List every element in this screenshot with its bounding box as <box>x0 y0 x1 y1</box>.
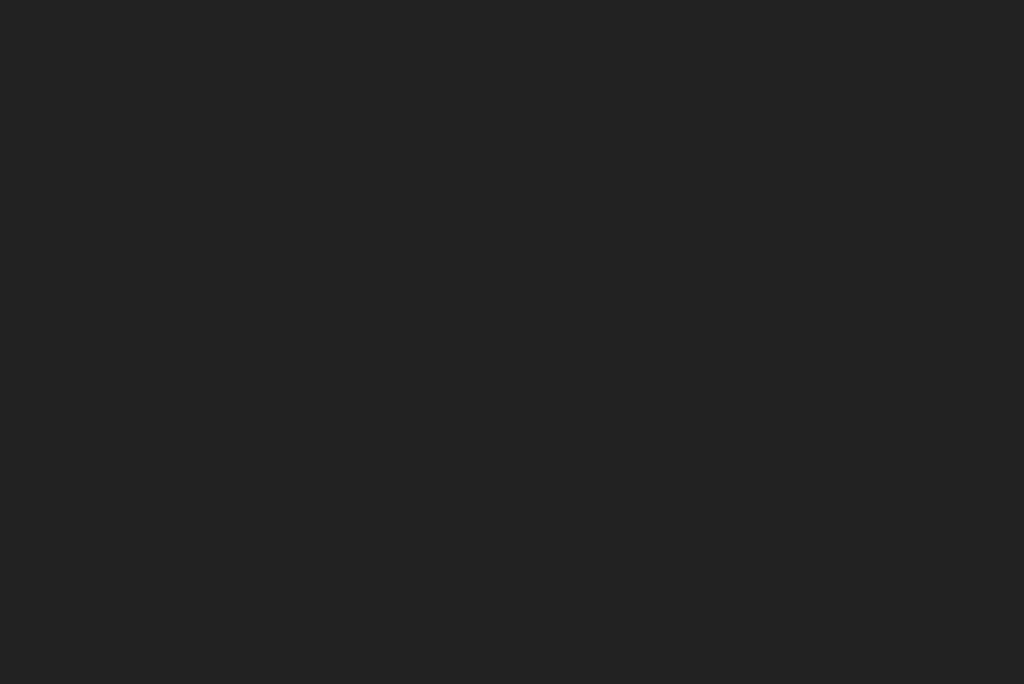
diagram-canvas <box>0 0 1024 684</box>
git-workflow-diagram <box>0 0 1024 684</box>
